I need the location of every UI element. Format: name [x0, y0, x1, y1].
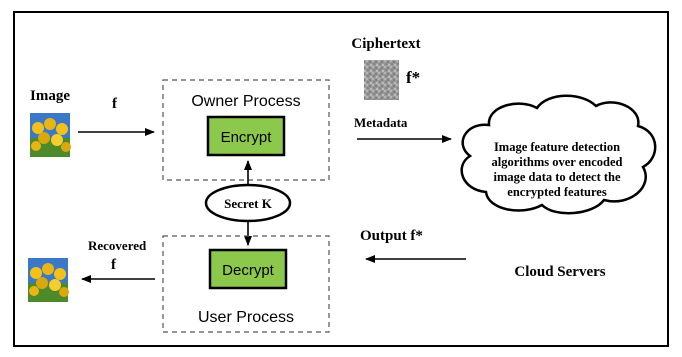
cloud-icon	[460, 94, 657, 215]
user-process-box	[162, 235, 330, 333]
metadata-label: Metadata	[354, 115, 408, 130]
cloud-text-line-3: image data to detect the	[493, 170, 620, 184]
f-star-label: f*	[406, 68, 420, 87]
secret-k-label: Secret K	[224, 196, 273, 211]
f-recovered-label: f	[111, 257, 117, 273]
cloud-text-line-4: encrypted features	[507, 185, 607, 199]
output-label: Output f*	[360, 228, 423, 244]
user-process-label: User Process	[198, 309, 294, 326]
decrypt-label: Decrypt	[222, 262, 275, 279]
image-label: Image	[30, 88, 70, 104]
owner-process-box	[162, 79, 330, 181]
encrypt-label: Encrypt	[221, 129, 273, 146]
noise-square-icon	[364, 60, 399, 100]
encrypt-box	[206, 115, 286, 157]
decrypt-box	[208, 248, 288, 290]
recovered-image-thumbnail	[28, 258, 69, 302]
cloud-text-line-1: Image feature detection	[494, 140, 620, 154]
ciphertext-label: Ciphertext	[351, 36, 420, 52]
recovered-label: Recovered	[88, 238, 147, 253]
f-input-label: f	[112, 96, 118, 112]
outer-frame	[13, 11, 669, 347]
owner-process-label: Owner Process	[191, 93, 300, 110]
cloud-servers-label: Cloud Servers	[514, 264, 605, 280]
input-image-thumbnail	[30, 113, 71, 157]
cloud-text-line-2: algorithms over encoded	[491, 155, 622, 169]
